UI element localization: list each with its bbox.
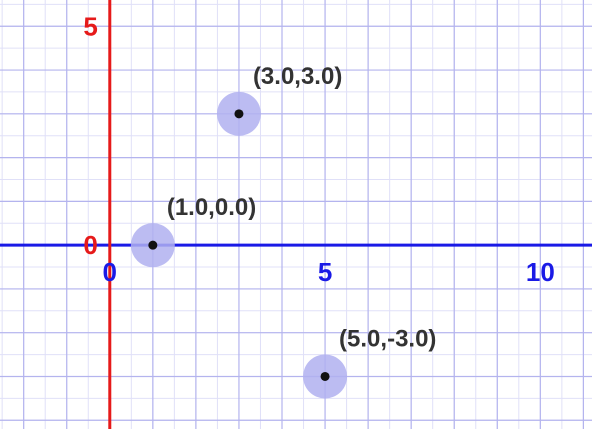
data-points: (1.0,0.0) (3.0,3.0) (5.0,-3.0) bbox=[130, 63, 436, 399]
point-label: (3.0,3.0) bbox=[253, 63, 342, 90]
x-tick-label: 5 bbox=[318, 257, 332, 287]
x-tick-label: 0 bbox=[103, 257, 117, 287]
tick-labels: 0 5 10 0 5 bbox=[83, 11, 554, 287]
data-point bbox=[234, 109, 244, 119]
point-label: (5.0,-3.0) bbox=[339, 325, 436, 352]
point-label: (1.0,0.0) bbox=[167, 194, 256, 221]
data-point bbox=[320, 371, 330, 381]
data-point bbox=[148, 240, 158, 250]
x-tick-label: 10 bbox=[526, 257, 555, 287]
y-tick-label: 0 bbox=[83, 230, 97, 260]
y-tick-label: 5 bbox=[83, 11, 97, 41]
